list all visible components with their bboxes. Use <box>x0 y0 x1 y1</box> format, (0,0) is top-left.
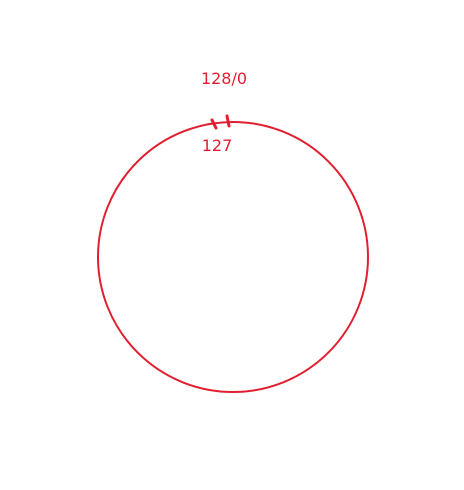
top-label: 128/0 <box>201 69 247 88</box>
tick-mark-0 <box>225 114 231 128</box>
marker-label: 127 <box>202 136 233 155</box>
ring <box>97 121 369 393</box>
tick-mark-127 <box>210 118 218 130</box>
